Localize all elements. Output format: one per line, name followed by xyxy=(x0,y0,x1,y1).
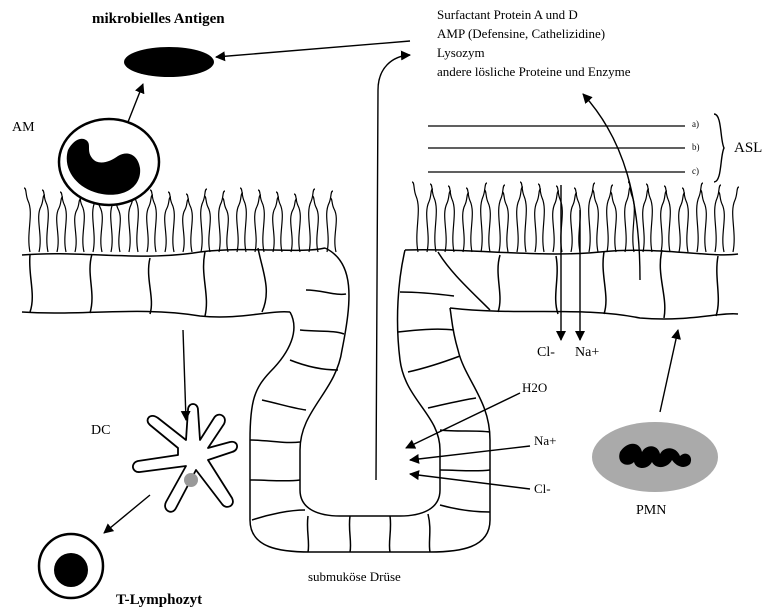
na-upper-label: Na+ xyxy=(575,346,599,360)
submucosal-gland-label: submuköse Drüse xyxy=(308,570,401,583)
cilium xyxy=(183,199,189,252)
cilium xyxy=(733,187,739,252)
dc-label: DC xyxy=(91,424,110,438)
cl-upper-label: Cl- xyxy=(537,346,555,360)
cilium xyxy=(484,190,490,252)
am-label: AM xyxy=(12,121,35,135)
submucosal-gland xyxy=(250,248,490,552)
cilium xyxy=(463,193,469,252)
cilium xyxy=(57,197,63,252)
cilia-right xyxy=(412,182,739,252)
cilium xyxy=(643,189,649,252)
cilium xyxy=(412,182,418,252)
cilium xyxy=(114,198,120,252)
cilium xyxy=(75,199,81,252)
cilium xyxy=(273,197,279,252)
asl-layer-c: c) xyxy=(692,167,699,176)
cilium xyxy=(147,195,153,252)
cilium xyxy=(625,187,631,252)
substance-amp: AMP (Defensine, Cathelizidine) xyxy=(437,24,631,43)
na-lower-label: Na+ xyxy=(534,434,557,447)
cilium xyxy=(517,187,523,252)
t-lymphocyte-cell xyxy=(39,534,103,598)
cilium xyxy=(718,192,724,252)
cilium xyxy=(700,190,706,252)
pmn-label: PMN xyxy=(636,504,666,518)
substance-other: andere lösliche Proteine und Enzyme xyxy=(437,62,631,81)
cilium xyxy=(571,193,577,252)
cilium xyxy=(24,188,30,252)
cilium xyxy=(165,197,171,252)
asl-label: ASL xyxy=(734,141,762,156)
cilium xyxy=(237,193,243,252)
microbial-antigen-shape xyxy=(124,47,214,77)
epithelium-left xyxy=(22,248,325,317)
cilium xyxy=(312,196,318,252)
cilium xyxy=(610,192,616,252)
cilium xyxy=(502,192,508,252)
cilium xyxy=(445,191,451,252)
asl-layer-a: a) xyxy=(692,120,699,129)
asl-brace xyxy=(714,114,724,182)
cilium xyxy=(291,199,297,252)
cilium xyxy=(427,189,433,252)
t-lymphocyte-label: T-Lymphozyt xyxy=(116,593,202,608)
cilia-left xyxy=(24,188,336,252)
cilium xyxy=(204,196,210,252)
cl-lower-label: Cl- xyxy=(534,482,551,495)
secreted-substances-list: Surfactant Protein A und D AMP (Defensin… xyxy=(437,5,631,81)
cilium xyxy=(39,195,45,252)
asl-layers xyxy=(428,114,724,182)
h2o-label: H2O xyxy=(522,381,547,394)
cilium xyxy=(679,193,685,252)
cilium xyxy=(222,198,228,252)
epithelium-right xyxy=(405,250,738,319)
cilium xyxy=(661,191,667,252)
cilium xyxy=(330,198,336,252)
pmn-neutrophil xyxy=(592,422,718,492)
cilium xyxy=(255,195,261,252)
substance-surfactant: Surfactant Protein A und D xyxy=(437,5,631,24)
cilium xyxy=(592,190,598,252)
alveolar-macrophage xyxy=(59,119,159,205)
asl-layer-b: b) xyxy=(692,143,700,152)
cilium xyxy=(553,191,559,252)
substance-lysozyme: Lysozym xyxy=(437,43,631,62)
cilium xyxy=(535,189,541,252)
microbial-antigen-label: mikrobielles Antigen xyxy=(92,12,225,27)
